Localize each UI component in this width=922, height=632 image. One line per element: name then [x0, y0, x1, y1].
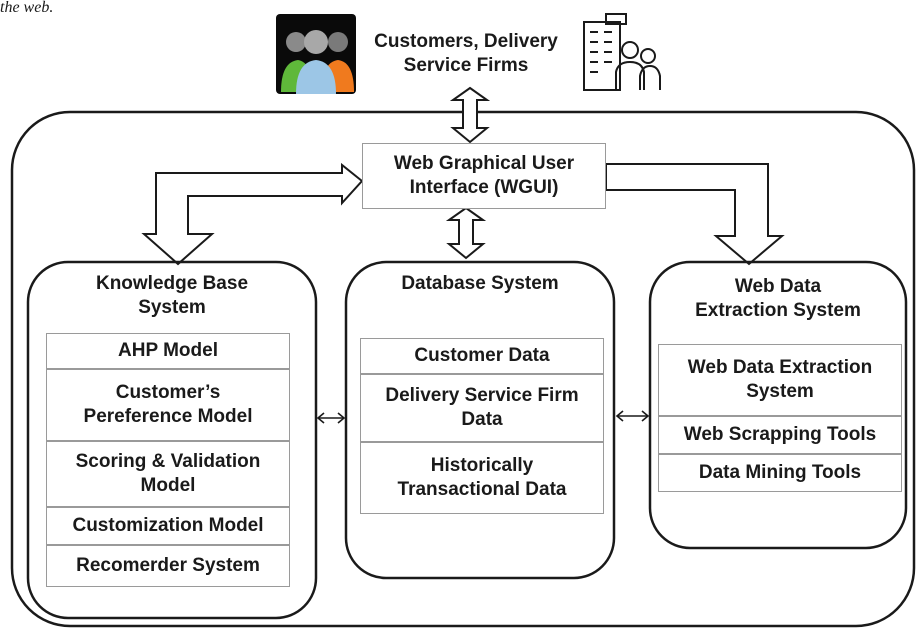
kb-item-ahp-model: AHP Model	[46, 333, 290, 369]
wgui-box: Web Graphical User Interface (WGUI)	[362, 143, 606, 209]
web-data-extraction-system-box	[648, 260, 908, 550]
kb-item-customization-model: Customization Model	[46, 507, 290, 545]
knowledge-base-system-box	[26, 260, 318, 620]
kb-item-customer-preference-model: Customer’s Pereference Model	[46, 369, 290, 441]
web-item-label: System	[746, 381, 814, 402]
kb-item-label: Model	[140, 475, 196, 496]
users-label-line1: Customers, Delivery	[374, 31, 558, 52]
knowledge-base-title-line1: Knowledge Base	[95, 273, 249, 294]
kb-item-label: Customization Model	[72, 515, 264, 536]
db-web-connector	[615, 410, 650, 422]
wgui-label-line2: Interface (WGUI)	[409, 177, 559, 198]
web-item-label: Web Data Extraction	[687, 357, 873, 378]
web-extraction-title: Web Data Extraction System	[660, 275, 896, 323]
kb-item-scoring-validation-model: Scoring & Validation Model	[46, 441, 290, 507]
web-extraction-title-line1: Web Data	[734, 276, 822, 297]
db-item-historically-transactional-data: Historically Transactional Data	[360, 442, 604, 514]
db-item-label: Delivery Service Firm	[385, 385, 579, 406]
db-item-label: Customer Data	[414, 345, 550, 366]
web-item-data-extraction-system: Web Data Extraction System	[658, 344, 902, 416]
knowledge-base-title-line2: System	[138, 297, 206, 318]
kb-item-label: Pereference Model	[83, 406, 253, 427]
web-item-label: Web Scrapping Tools	[683, 424, 877, 445]
wgui-label-line1: Web Graphical User	[393, 153, 575, 174]
kb-item-recommender-system: Recomerder System	[46, 545, 290, 587]
db-item-label: Transactional Data	[397, 479, 567, 500]
kb-item-label: AHP Model	[118, 340, 218, 361]
web-extraction-title-line2: Extraction System	[695, 300, 861, 321]
users-label-line2: Service Firms	[403, 55, 529, 76]
database-system-box	[344, 260, 616, 580]
wgui-database-arrow	[445, 206, 487, 260]
web-item-scrapping-tools: Web Scrapping Tools	[658, 416, 902, 454]
wgui-web-extraction-arrow	[605, 163, 785, 266]
web-item-label: Data Mining Tools	[698, 462, 862, 483]
db-item-label: Data	[461, 409, 503, 430]
kb-item-label: Customer’s	[115, 382, 221, 403]
wgui-knowledge-base-arrow	[141, 162, 364, 266]
db-item-customer-data: Customer Data	[360, 338, 604, 374]
db-item-delivery-service-firm-data: Delivery Service Firm Data	[360, 374, 604, 442]
kb-item-label: Recomerder System	[76, 555, 260, 576]
caption-fragment: the web.	[0, 0, 54, 16]
knowledge-base-title: Knowledge Base System	[40, 272, 304, 320]
db-item-label: Historically	[430, 455, 534, 476]
users-label: Customers, Delivery Service Firms	[360, 30, 572, 78]
database-title: Database System	[401, 273, 559, 294]
top-bidirectional-arrow	[449, 86, 491, 144]
kb-item-label: Scoring & Validation	[75, 451, 261, 472]
web-item-data-mining-tools: Data Mining Tools	[658, 454, 902, 492]
people-group-icon	[276, 14, 356, 94]
kb-db-connector	[316, 412, 346, 424]
office-building-users-icon	[583, 13, 661, 91]
